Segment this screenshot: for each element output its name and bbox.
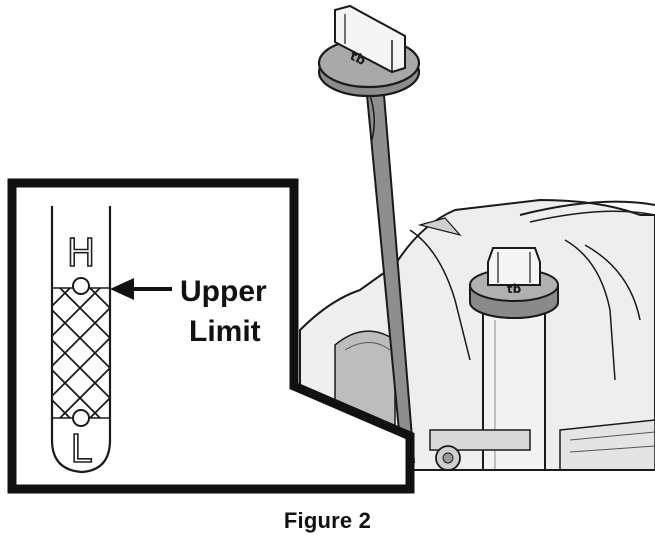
callout-frame xyxy=(7,178,415,494)
upper-limit-label-line1: Upper xyxy=(180,275,267,308)
lower-limit-hole xyxy=(72,409,90,427)
installed-cap-logo: tb xyxy=(507,282,522,296)
upper-limit-label-line2: Limit xyxy=(189,315,261,348)
dipstick-cap: tb xyxy=(317,4,421,98)
installed-oil-cap: tb xyxy=(469,247,559,319)
upper-limit-hole xyxy=(72,277,90,295)
crosshatch-pattern xyxy=(53,288,109,418)
low-mark-letter: L xyxy=(70,427,91,471)
upper-limit-callout: Upper Limit xyxy=(110,275,267,348)
dipstick-tip-detail: H L xyxy=(50,206,112,474)
high-mark-letter: H xyxy=(67,231,96,275)
figure-caption: Figure 2 xyxy=(283,508,372,533)
arrow-left-icon xyxy=(110,278,134,300)
dipstick-cap-logo: tb xyxy=(347,49,367,69)
